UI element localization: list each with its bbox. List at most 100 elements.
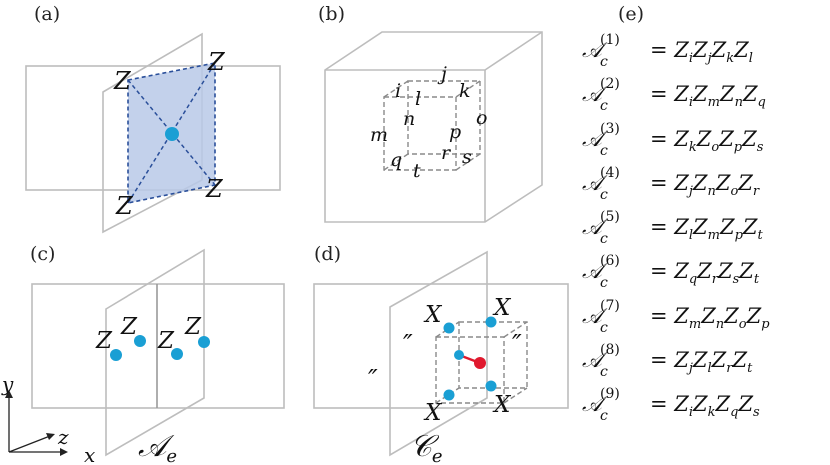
horizontal-plane-d	[313, 283, 569, 409]
inner-cube-front	[383, 96, 457, 171]
site-dot-c-1	[110, 349, 122, 361]
diagonal-1-a	[127, 79, 216, 186]
panel-label-a: (a)	[34, 3, 60, 25]
site-label-c-2: Z	[120, 314, 138, 340]
quote-mark-right: ″	[512, 330, 522, 360]
outer-cube-top-edge	[325, 31, 543, 71]
center-dot-a	[165, 127, 179, 141]
edge-label-l: l	[415, 88, 421, 110]
equation-rhs: = ZjZnZoZr	[650, 170, 760, 200]
equation-row: 𝒜(9)c = ZiZkZqZs	[582, 382, 826, 426]
equation-rhs: = ZmZnZoZp	[650, 303, 770, 332]
equation-row: 𝒜(1)c = ZiZjZkZl	[582, 28, 826, 72]
edge-label-j: j	[437, 63, 447, 85]
panel-a: Z Z Z Z	[25, 32, 281, 234]
vertical-plane-d	[389, 250, 488, 457]
equation-lhs: 𝒜(4)c	[582, 164, 620, 203]
site-dot-c-2	[134, 335, 146, 347]
z-axis-label: z	[57, 425, 69, 449]
equation-rhs: = ZiZkZqZs	[650, 392, 760, 421]
site-label-c-3: Z	[157, 328, 175, 354]
dual-edge-2	[503, 321, 528, 338]
equation-rhs: = ZkZoZpZs	[650, 126, 764, 155]
edge-label-p: p	[449, 121, 461, 143]
edge-label-k: k	[459, 80, 471, 102]
edge-label-i: i	[395, 80, 401, 102]
z-axis-arrow	[8, 435, 51, 453]
inner-dot-d	[454, 350, 464, 360]
vertex-label-a-tr: Z	[207, 48, 226, 76]
equation-row: 𝒜(4)c = ZjZnZoZr	[582, 161, 826, 205]
dual-edge-4	[503, 387, 528, 404]
equation-lhs: 𝒜(2)c	[582, 76, 620, 115]
equation-row: 𝒜(5)c = ZlZmZpZt	[582, 205, 826, 249]
site-label-d-4: X	[492, 392, 512, 418]
vertex-label-a-tl: Z	[113, 67, 132, 95]
site-label-c-1: Z	[95, 328, 113, 354]
x-axis-arrowhead	[60, 448, 68, 456]
panel-d: X X X X ″ ″ ″ 𝒞e	[313, 250, 569, 465]
site-dot-d-1	[443, 322, 455, 334]
panel-b: i j k l m n o p q r s t	[324, 31, 543, 223]
quote-mark-left: ″	[368, 365, 378, 395]
site-dot-d-2	[485, 316, 497, 328]
vertex-label-a-br: Z	[205, 175, 224, 203]
equation-lhs: 𝒜(8)c	[582, 342, 620, 381]
panel-label-c: (c)	[30, 243, 55, 265]
x-axis-label: x	[84, 443, 95, 465]
panel-label-e: (e)	[618, 3, 644, 25]
equation-row: 𝒜(7)c = ZmZnZoZp	[582, 294, 826, 338]
site-dot-d-3	[443, 389, 455, 401]
excitation-dot	[474, 357, 486, 369]
site-label-d-2: X	[492, 295, 512, 321]
equation-rhs: = ZjZlZrZt	[650, 348, 753, 377]
operator-C-e: 𝒞e	[410, 429, 443, 465]
panel-label-b: (b)	[318, 3, 345, 25]
site-label-c-4: Z	[184, 314, 202, 340]
equation-lhs: 𝒜(7)c	[582, 297, 620, 336]
equation-row: 𝒜(6)c = ZqZrZsZt	[582, 249, 826, 293]
site-label-d-1: X	[423, 302, 443, 328]
equation-rhs: = ZiZjZkZl	[650, 38, 753, 67]
edge-label-r: r	[441, 142, 452, 164]
site-dot-c-4	[198, 336, 210, 348]
inner-edge-2	[455, 80, 481, 98]
vertical-plane-c	[105, 248, 205, 457]
dual-edge-3	[435, 387, 460, 404]
operator-A-e: 𝒜e	[138, 429, 177, 465]
equation-rhs: = ZiZmZnZq	[650, 82, 766, 111]
panel-label-d: (d)	[314, 243, 341, 265]
panel-c: Z Z Z Z 𝒜e	[31, 248, 285, 465]
edge-label-q: q	[390, 149, 402, 171]
y-axis-arrowhead	[5, 390, 13, 398]
z-axis-arrowhead	[46, 433, 55, 440]
equation-rhs: = ZlZmZpZt	[650, 215, 763, 244]
y-axis-label: y	[1, 372, 14, 396]
inner-edge-1	[383, 80, 409, 98]
equation-lhs: 𝒜(3)c	[582, 120, 620, 159]
equation-lhs: 𝒜(6)c	[582, 253, 620, 292]
equation-row: 𝒜(3)c = ZkZoZpZs	[582, 117, 826, 161]
site-label-d-3: X	[423, 400, 443, 426]
vertex-label-a-bl: Z	[115, 192, 134, 220]
equation-lhs: 𝒜(9)c	[582, 386, 620, 425]
horizontal-plane-c	[31, 283, 285, 409]
equation-row: 𝒜(2)c = ZiZmZnZq	[582, 72, 826, 116]
equation-lhs: 𝒜(1)c	[582, 32, 620, 70]
inner-edge-4	[455, 153, 481, 171]
inner-cube-back	[407, 80, 481, 155]
edge-label-t: t	[413, 160, 421, 182]
equation-row: 𝒜(8)c = ZjZlZrZt	[582, 338, 826, 382]
equation-rhs: = ZqZrZsZt	[650, 259, 760, 288]
edge-label-n: n	[403, 108, 415, 130]
axes-indicator: y z x	[1, 372, 95, 465]
equation-lhs: 𝒜(5)c	[582, 209, 620, 248]
site-dot-d-4	[485, 380, 497, 392]
inner-edge-3	[383, 153, 409, 171]
quote-mark-center: ″	[403, 330, 413, 360]
site-dot-c-3	[171, 348, 183, 360]
dual-edge-1	[435, 321, 460, 338]
edge-label-m: m	[370, 124, 388, 146]
